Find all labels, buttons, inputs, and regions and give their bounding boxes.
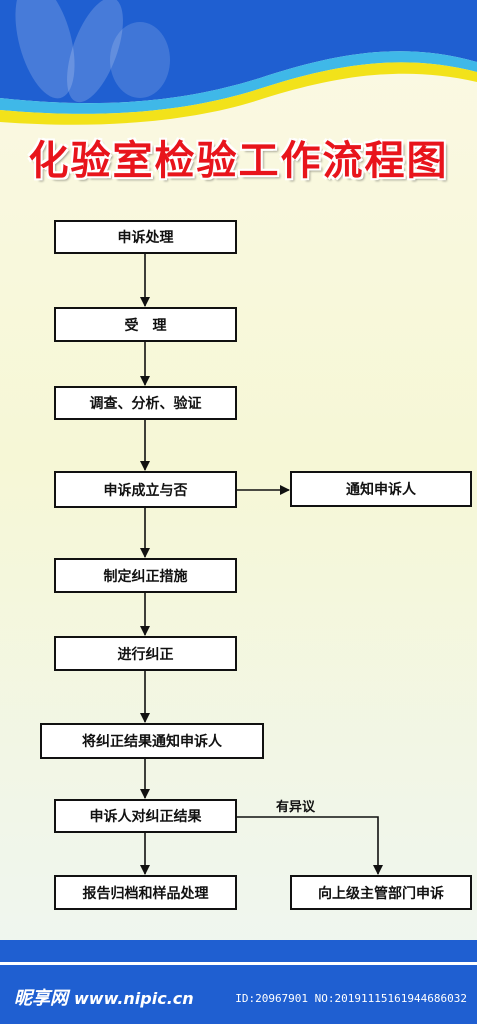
node-notify: 通知申诉人	[290, 471, 472, 507]
footer-bar: 昵享网 www.nipic.cn ID:20967901 NO:201911151…	[0, 940, 477, 1024]
node-established: 申诉成立与否	[54, 471, 237, 508]
header-banner	[0, 0, 477, 140]
node-correct: 进行纠正	[54, 636, 237, 671]
brand-site: www.nipic.cn	[74, 989, 194, 1008]
node-investigate: 调查、分析、验证	[54, 386, 237, 420]
node-appeal: 申诉处理	[54, 220, 237, 254]
node-response: 申诉人对纠正结果	[54, 799, 237, 833]
node-accept: 受 理	[54, 307, 237, 342]
flowchart-connectors	[140, 253, 383, 875]
node-measures: 制定纠正措施	[54, 558, 237, 593]
node-archive: 报告归档和样品处理	[54, 875, 237, 910]
watermark-image-id: ID:20967901 NO:20191115161944686032	[235, 992, 467, 1005]
node-notify-result: 将纠正结果通知申诉人	[40, 723, 264, 759]
brand-name: 昵享网	[14, 988, 68, 1009]
node-escalate: 向上级主管部门申诉	[290, 875, 472, 910]
edge-label-objection: 有异议	[276, 800, 316, 815]
footer-stripe	[0, 962, 477, 965]
watermark-brand: 昵享网 www.nipic.cn	[14, 984, 194, 1010]
page-title: 化验室检验工作流程图	[28, 137, 449, 184]
arrow-response-to-escalate	[237, 816, 383, 875]
